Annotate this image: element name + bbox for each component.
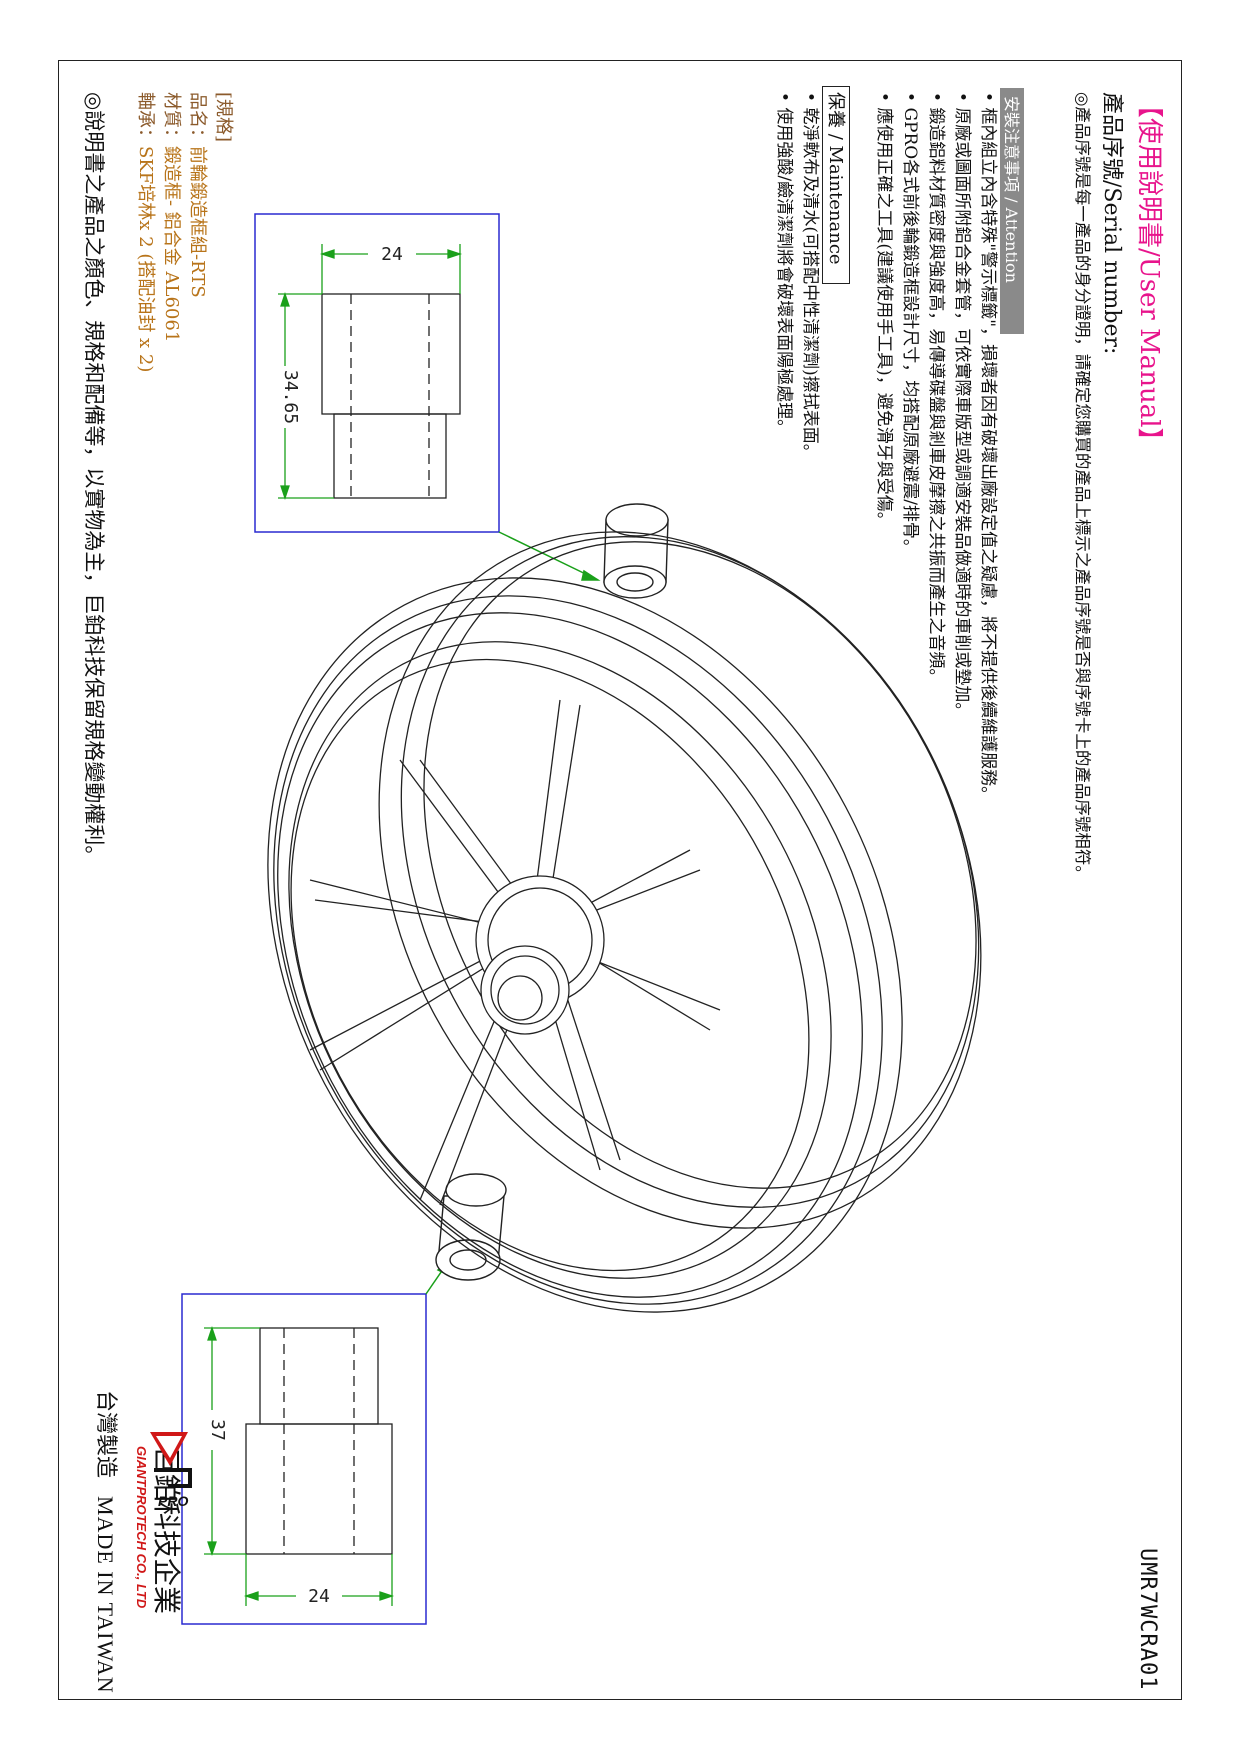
dimension-lines-top — [278, 244, 463, 501]
page-frame — [58, 60, 1182, 1700]
attention-badge — [1000, 88, 1024, 334]
callout-box-top — [254, 213, 500, 533]
dim-bottom-diameter: 24 — [308, 1586, 330, 1607]
dimension-lines-bottom — [204, 1325, 395, 1606]
svg-text:PRO: PRO — [158, 1493, 188, 1509]
spacer-drawing-top — [321, 293, 461, 499]
callout-box-bottom — [181, 1293, 427, 1625]
dim-bottom-length: 37 — [207, 1419, 228, 1441]
spacer-drawing-bottom — [245, 1327, 393, 1555]
dim-top-diameter: 24 — [381, 244, 403, 265]
spacer-part-top — [603, 503, 669, 599]
maintenance-badge — [822, 86, 850, 284]
dim-top-length: 34.65 — [280, 370, 301, 424]
wheel-drawing — [267, 531, 982, 1313]
gpro-logo-icon: PRO — [150, 1432, 192, 1509]
